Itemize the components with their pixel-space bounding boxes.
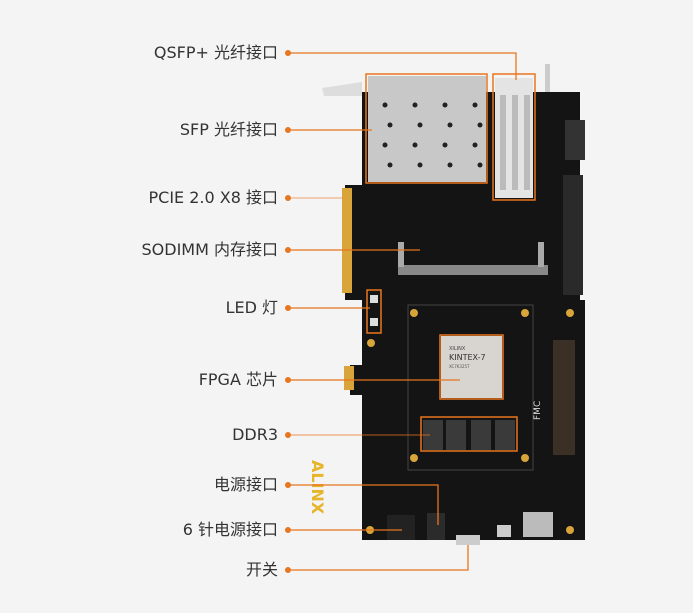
power6-connector [387,515,415,540]
fmc-connector [553,340,575,455]
label-power6: 6 针电源接口 [182,520,278,539]
power-switch [456,535,480,545]
label-led: LED 灯 [225,298,278,317]
label-qsfp: QSFP+ 光纤接口 [153,43,278,62]
svg-text:FMC: FMC [533,401,543,420]
gpio-header [563,175,583,295]
leader-dots [285,50,291,573]
pcie-bracket [322,82,362,96]
fpga-chip [441,336,502,398]
label-sfp: SFP 光纤接口 [179,120,278,139]
label-switch: 开关 [245,560,278,579]
label-sodimm: SODIMM 内存接口 [141,240,279,259]
label-fpga: FPGA 芯片 [198,370,278,389]
pcie-gold-fingers [342,188,352,293]
svg-text:ALINX: ALINX [308,460,327,515]
sfp-cage [368,76,486,182]
dc-jack [427,513,445,540]
label-power: 电源接口 [213,475,278,494]
ddr3-chips [423,420,515,450]
sodimm-slot [398,265,548,275]
svg-text:KINTEX-7: KINTEX-7 [449,353,486,362]
svg-text:XC7K325T: XC7K325T [449,364,470,369]
label-pcie: PCIE 2.0 X8 接口 [148,188,279,207]
label-ddr3: DDR3 [232,425,278,444]
svg-text:XILINX: XILINX [449,346,466,352]
pcb [345,92,585,540]
leader-lines [288,52,517,571]
